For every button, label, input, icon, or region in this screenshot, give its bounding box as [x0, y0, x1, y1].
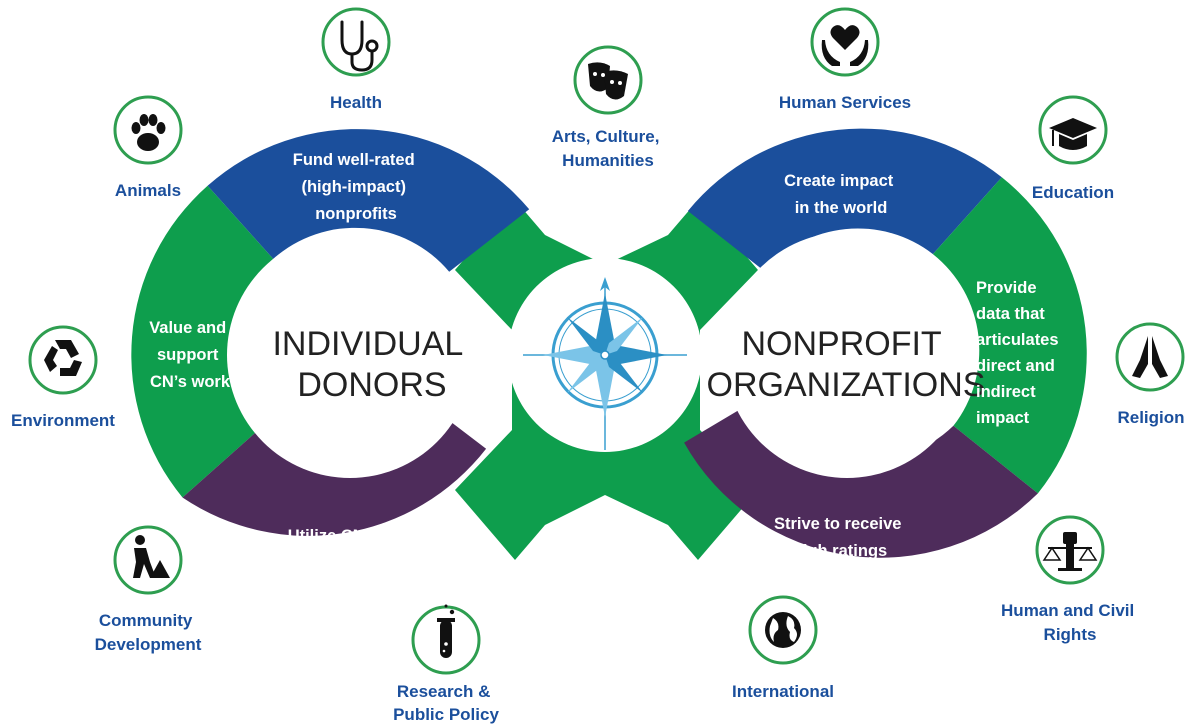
category-label-animals: Animals: [115, 181, 181, 200]
right-circle-title: NONPROFIT ORGANIZATIONS: [707, 325, 986, 404]
category-label-health: Health: [330, 93, 382, 112]
segment-text-line: (high-impact): [301, 178, 406, 196]
paw-icon: [131, 114, 166, 151]
left-top-segment-text: Fund well-rated (high-impact) nonprofits: [293, 151, 420, 223]
category-label-international: International: [732, 682, 834, 701]
right-bottom-segment-text: Strive to receive high ratings: [774, 515, 906, 560]
segment-text-line: articulates: [976, 331, 1059, 349]
label-line: Humanities: [562, 151, 654, 170]
segment-text-line: CN’s work: [150, 373, 231, 391]
test-tube-icon: [437, 604, 455, 658]
category-health: Health: [321, 7, 391, 112]
category-label-environment: Environment: [11, 411, 115, 430]
label-line: Human and Civil: [1001, 601, 1134, 620]
left-side-segment-text: Value and support CN’s work: [149, 319, 231, 391]
category-label-arts: Arts, Culture, Humanities: [552, 127, 664, 170]
category-environment: Environment: [11, 325, 115, 430]
category-label-civil-rights: Human and Civil Rights: [1001, 601, 1139, 644]
right-inner-circle: [724, 232, 970, 478]
segment-text-line: Strive to receive: [774, 515, 902, 533]
segment-text-line: nonprofits: [315, 205, 397, 223]
left-title-line: INDIVIDUAL: [272, 325, 462, 363]
category-religion: Religion: [1115, 322, 1185, 427]
category-education: Education: [1032, 95, 1114, 202]
theater-masks-icon: [588, 62, 628, 100]
fist-scales-icon: [1042, 532, 1098, 571]
segment-text-line: Provide: [976, 279, 1037, 297]
category-arts: Arts, Culture, Humanities: [552, 45, 664, 170]
worker-shovel-icon: [133, 535, 170, 578]
segment-text-line: support: [157, 346, 219, 364]
right-ring: [684, 128, 1087, 558]
segment-text-line: impact: [976, 409, 1030, 427]
category-research: Research & Public Policy: [393, 604, 499, 724]
label-line: Public Policy: [393, 705, 499, 724]
category-human-services: Human Services: [779, 7, 911, 112]
label-line: Rights: [1044, 625, 1097, 644]
left-title-line: DONORS: [297, 366, 446, 404]
heart-hands-icon: [821, 25, 869, 66]
segment-text-line: Create impact: [784, 172, 894, 190]
label-line: Research &: [397, 682, 491, 701]
left-segment-side: [131, 185, 274, 498]
right-top-segment-text: Create impact in the world: [784, 172, 898, 217]
category-civil-rights: Human and Civil Rights: [1001, 515, 1139, 644]
left-segment-top: [207, 129, 530, 272]
category-label-human-services: Human Services: [779, 93, 911, 112]
category-international: International: [732, 595, 834, 701]
left-bottom-segment-text: Utilize CN ratings: [288, 527, 425, 545]
label-line: Arts, Culture,: [552, 127, 660, 146]
right-side-segment-text: Provide data that articulates direct and…: [976, 279, 1063, 427]
compass-rose-icon: [523, 277, 687, 450]
right-segment-top: [687, 128, 1002, 272]
segment-text-line: high ratings: [793, 542, 887, 560]
recycle-icon: [44, 340, 82, 376]
category-label-research: Research & Public Policy: [393, 682, 499, 724]
segment-text-line: direct and: [976, 357, 1055, 375]
category-label-religion: Religion: [1117, 408, 1184, 427]
left-circle-title: INDIVIDUAL DONORS: [272, 325, 471, 404]
praying-hands-icon: [1132, 336, 1168, 378]
category-label-community: Community Development: [95, 611, 202, 654]
segment-text-line: data that: [976, 305, 1045, 323]
category-animals: Animals: [113, 95, 183, 200]
segment-text-line: Fund well-rated: [293, 151, 415, 169]
segment-text-line: Value and: [149, 319, 226, 337]
right-title-line: ORGANIZATIONS: [707, 366, 986, 404]
globe-icon: [765, 612, 801, 648]
category-label-education: Education: [1032, 183, 1114, 202]
segment-text-line: in the world: [795, 199, 888, 217]
label-line: Development: [95, 635, 202, 654]
category-community: Community Development: [95, 525, 202, 654]
right-segment-side: [932, 177, 1087, 494]
graduation-cap-icon: [1049, 118, 1097, 150]
stethoscope-icon: [340, 20, 379, 72]
segment-text-line: indirect: [976, 383, 1036, 401]
right-title-line: NONPROFIT: [741, 325, 941, 363]
left-inner-circle: [227, 232, 473, 478]
label-line: Community: [99, 611, 193, 630]
